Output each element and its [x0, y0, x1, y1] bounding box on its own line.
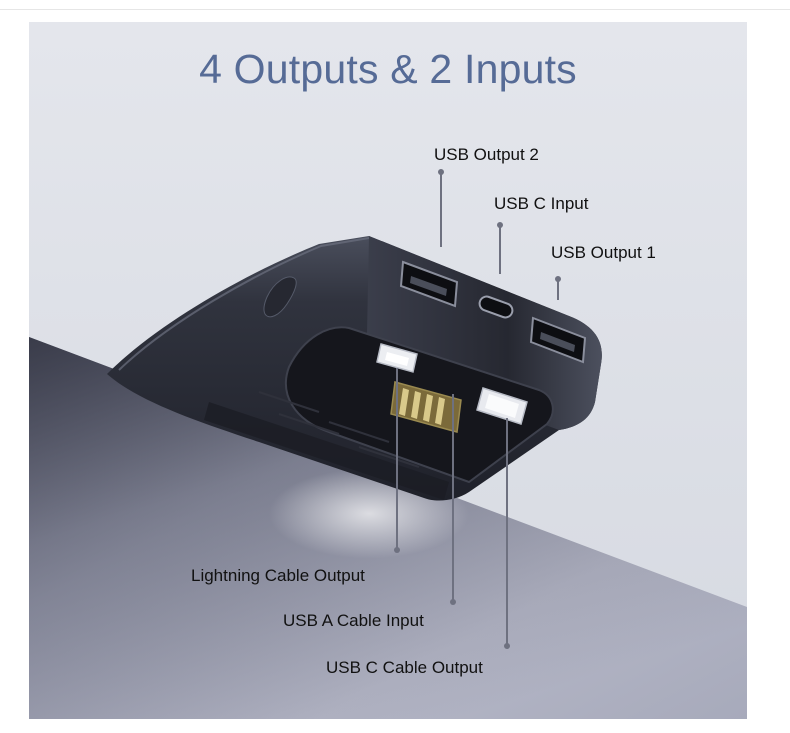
usb-a-plug [390, 381, 462, 433]
usb-c-input-port [478, 295, 514, 319]
headline: 4 Outputs & 2 Inputs [199, 46, 577, 92]
power-bank-illustration [29, 169, 747, 719]
usb-output-1-port [529, 316, 587, 364]
label-usb-c-input: USB C Input [494, 194, 589, 213]
usb-c-connector [476, 387, 528, 425]
lightning-connector [376, 343, 418, 373]
side-button [263, 276, 297, 318]
label-lightning-cable-output: Lightning Cable Output [191, 566, 365, 585]
leader-lines-bottom [394, 368, 510, 649]
usb-output-2-port [399, 260, 459, 308]
label-usb-a-cable-input: USB A Cable Input [283, 611, 424, 630]
product-photo: 4 Outputs & 2 Inputs USB Output 2 USB C … [29, 22, 747, 719]
label-usb-output-2: USB Output 2 [434, 145, 539, 164]
leader-lines-top [438, 169, 561, 300]
label-usb-output-1: USB Output 1 [551, 243, 656, 262]
top-divider [0, 9, 790, 10]
label-usb-c-cable-output: USB C Cable Output [326, 658, 483, 677]
